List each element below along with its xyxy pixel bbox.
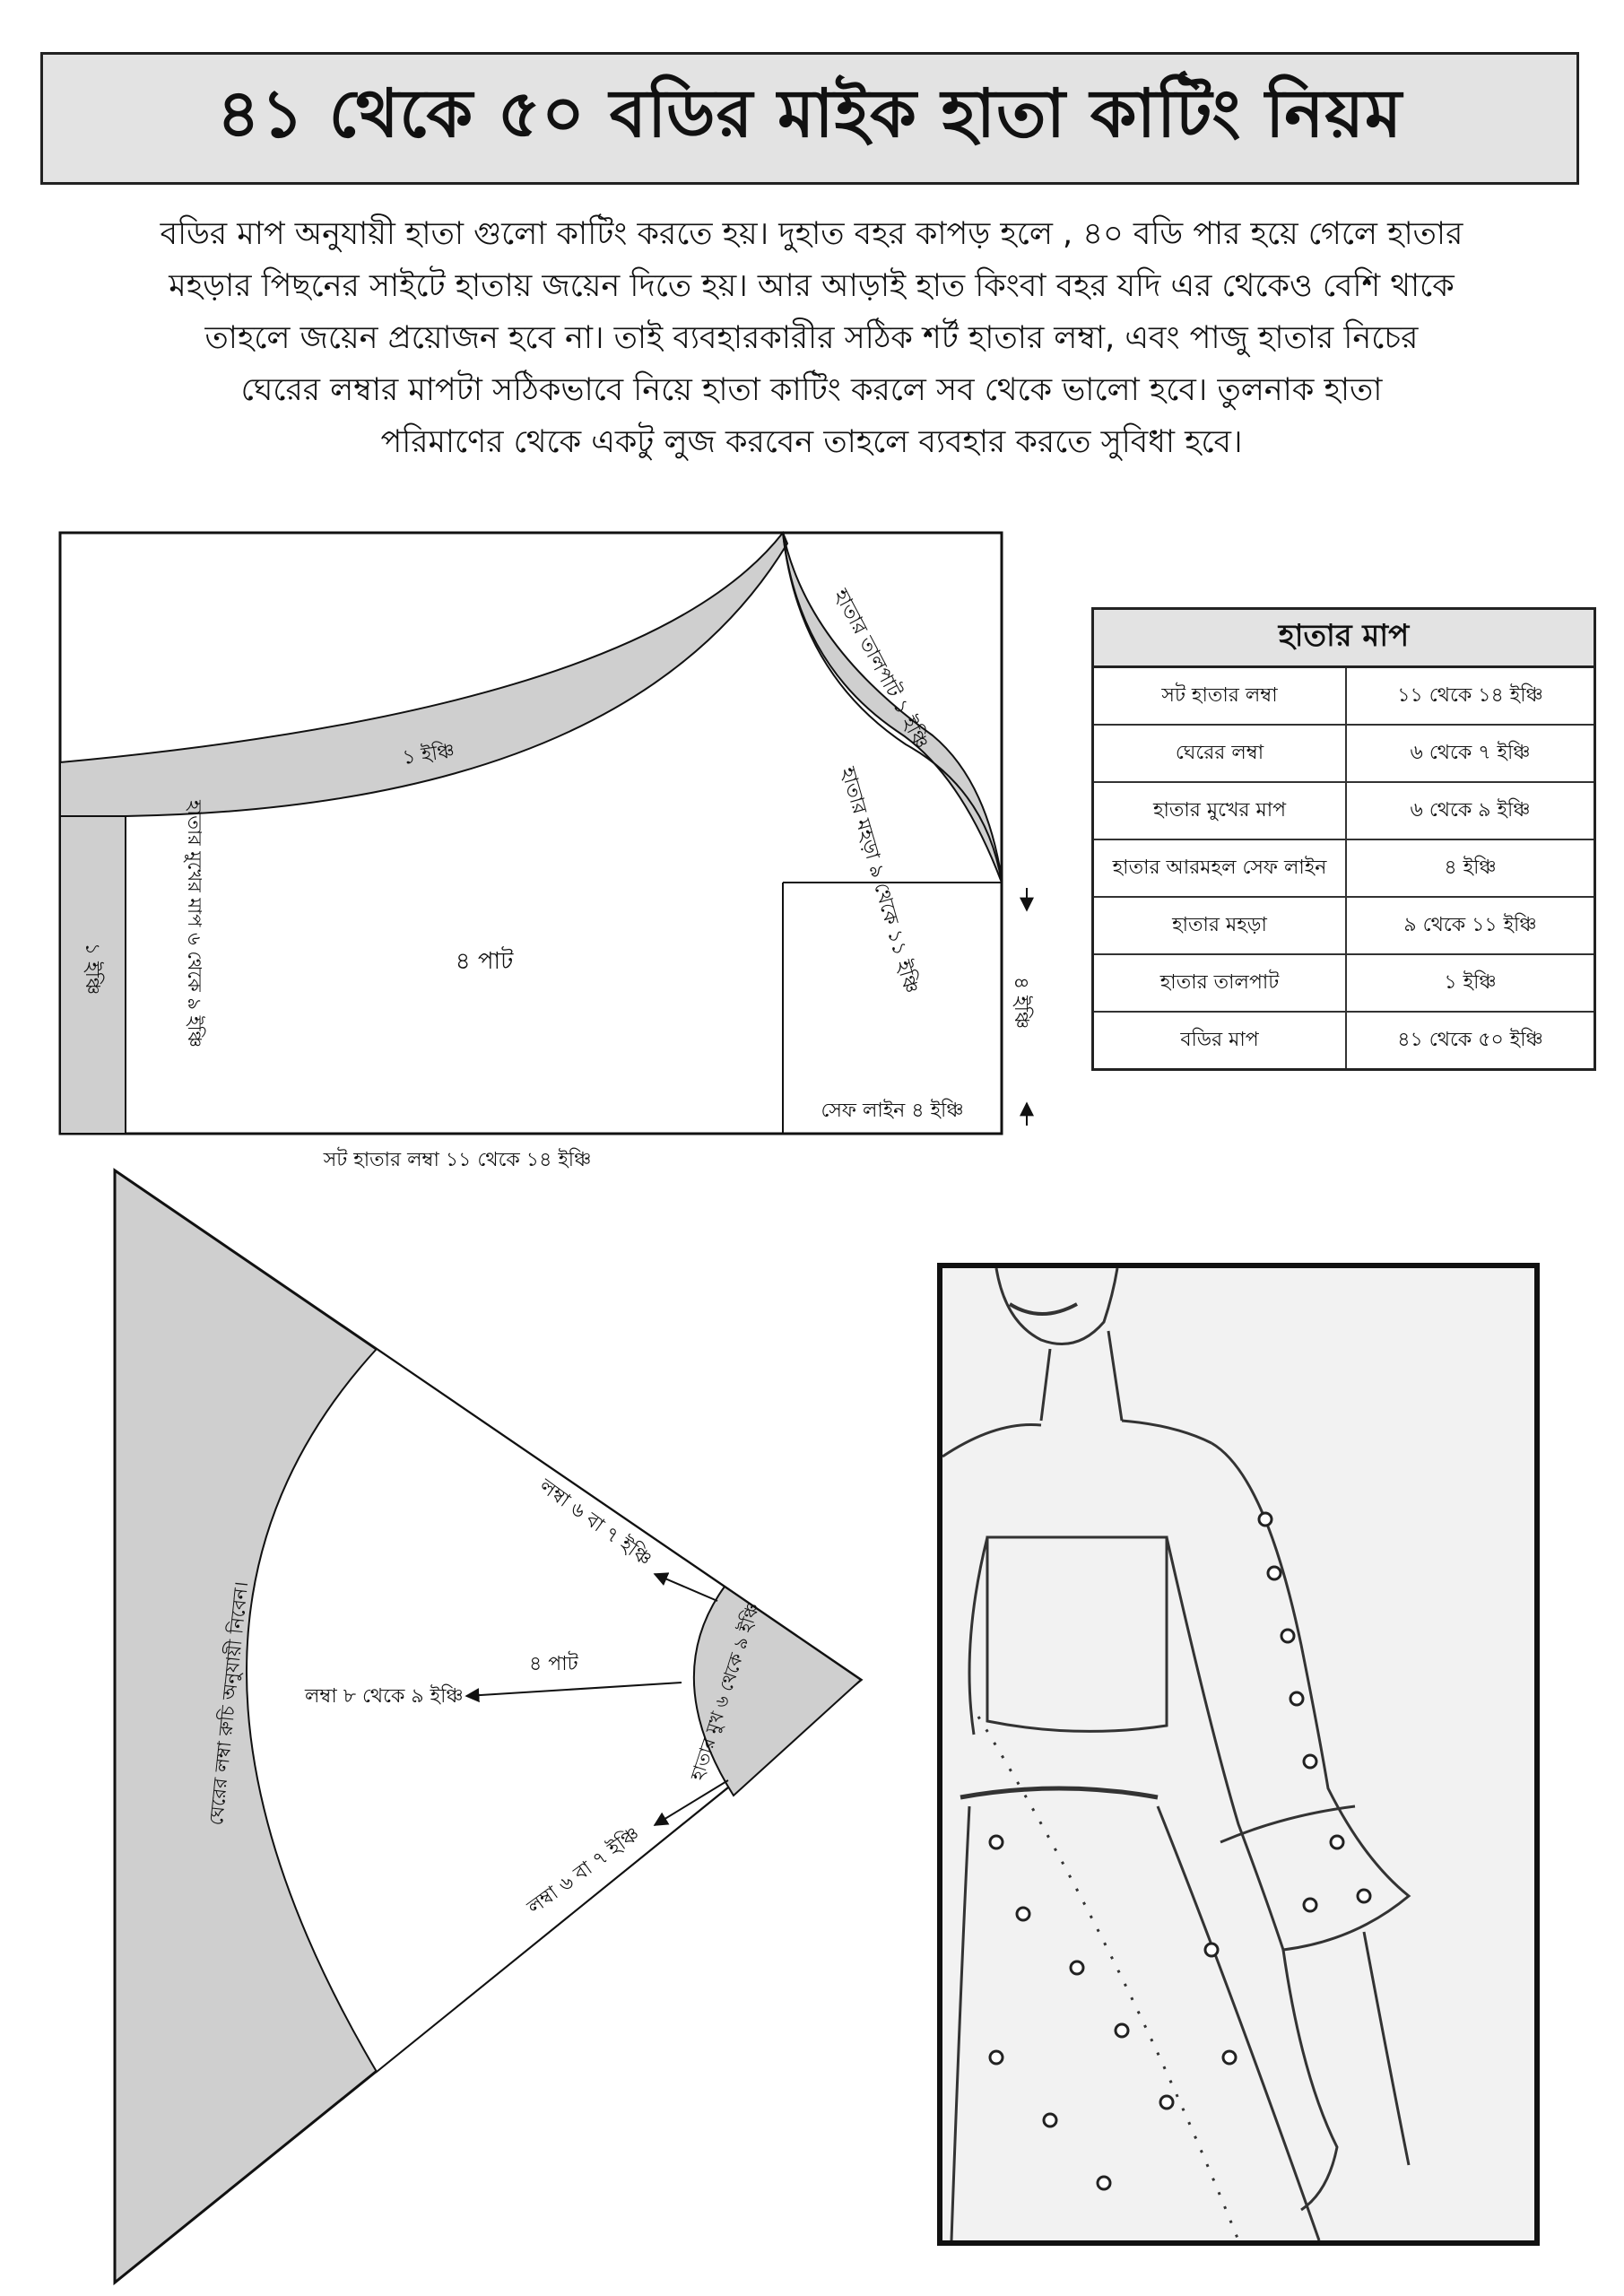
intro-line: মহড়ার পিছনের সাইটে হাতায় জয়েন দিতে হয… xyxy=(169,268,1455,304)
row-label: হাতার আরমহল সেফ লাইন xyxy=(1091,839,1347,898)
left-seam-label: ১ ইঞ্চি xyxy=(81,943,104,995)
row-label: সট হাতার লম্বা xyxy=(1091,665,1347,726)
flare-fold-label: ৪ পাট xyxy=(529,1651,579,1675)
mukh-label: হাতার মুখের মাপ ৬ থেকে ৯ ইঞ্চি xyxy=(184,799,205,1048)
dress-sketch-icon xyxy=(942,1268,1411,2240)
row-label: হাতার মুখের মাপ xyxy=(1091,781,1347,840)
flare-mouth xyxy=(692,1585,863,1797)
length-caption: সট হাতার লম্বা ১১ থেকে ১৪ ইঞ্চি xyxy=(323,1147,592,1171)
row-label: বডির মাপ xyxy=(1091,1011,1347,1071)
measurement-table: হাতার মাপ সট হাতার লম্বা১১ থেকে ১৪ ইঞ্চি… xyxy=(1091,607,1596,1071)
intro-line: পরিমাণের থেকে একটু লুজ করবেন তাহলে ব্যবহ… xyxy=(380,424,1243,460)
intro-line: বডির মাপ অনুযায়ী হাতা গুলো কাটিং করতে হ… xyxy=(160,216,1463,252)
sleeve-pattern: ১ ইঞ্চি ১ ইঞ্চি হাতার তালপাট ১ ইঞ্চি হাত… xyxy=(58,531,1034,1171)
table-header: হাতার মাপ xyxy=(1092,608,1595,668)
title-banner: ৪১ থেকে ৫০ বডির মাইক হাতা কাটিং নিয়ম xyxy=(40,52,1579,185)
top-seam-allowance xyxy=(59,531,789,817)
row-value: ৬ থেকে ৭ ইঞ্চি xyxy=(1345,724,1596,783)
intro-line: ঘেরের লম্বার মাপটা সঠিকভাবে নিয়ে হাতা ক… xyxy=(240,372,1383,408)
row-label: হাতার মহড়া xyxy=(1091,896,1347,955)
row-value: ৯ থেকে ১১ ইঞ্চি xyxy=(1345,896,1596,955)
row-label: হাতার তালপাট xyxy=(1091,953,1347,1013)
row-label: ঘেরের লম্বা xyxy=(1091,724,1347,783)
table-row: ঘেরের লম্বা৬ থেকে ৭ ইঞ্চি xyxy=(1091,724,1596,783)
row-value: ৪ ইঞ্চি xyxy=(1345,839,1596,898)
sleeve-frame xyxy=(58,531,1003,1135)
row-value: ১১ থেকে ১৪ ইঞ্চি xyxy=(1345,665,1596,726)
table-row: হাতার মহড়া৯ থেকে ১১ ইঞ্চি xyxy=(1091,896,1596,955)
side-label: ৪ ইঞ্চি xyxy=(1010,977,1033,1029)
row-value: ৪১ থেকে ৫০ ইঞ্চি xyxy=(1345,1011,1596,1071)
dress-illustration xyxy=(937,1263,1540,2246)
fold-label: ৪ পাট xyxy=(456,946,514,975)
flare-body xyxy=(246,1347,863,2074)
intro-line: তাহলে জয়েন প্রয়োজন হবে না। তাই ব্যবহার… xyxy=(204,320,1419,356)
page-title: ৪১ থেকে ৫০ বডির মাইক হাতা কাটিং নিয়ম xyxy=(216,74,1403,152)
safe-line-label: সেফ লাইন ৪ ইঞ্চি xyxy=(821,1099,963,1122)
flare-middle-label: লম্বা ৮ থেকে ৯ ইঞ্চি xyxy=(304,1684,464,1708)
arrow-upper xyxy=(653,1572,718,1602)
arrow-middle xyxy=(465,1682,682,1703)
intro-paragraph: বডির মাপ অনুযায়ী হাতা গুলো কাটিং করতে হ… xyxy=(36,208,1587,468)
arrow-lower xyxy=(653,1779,729,1826)
flare-pattern: লম্বা ৬ বা ৭ ইঞ্চি ৪ পাট লম্বা ৮ থেকে ৯ … xyxy=(113,1168,864,2286)
row-value: ৬ থেকে ৯ ইঞ্চি xyxy=(1345,781,1596,840)
row-value: ১ ইঞ্চি xyxy=(1345,953,1596,1013)
table-row: সট হাতার লম্বা১১ থেকে ১৪ ইঞ্চি xyxy=(1091,665,1596,726)
